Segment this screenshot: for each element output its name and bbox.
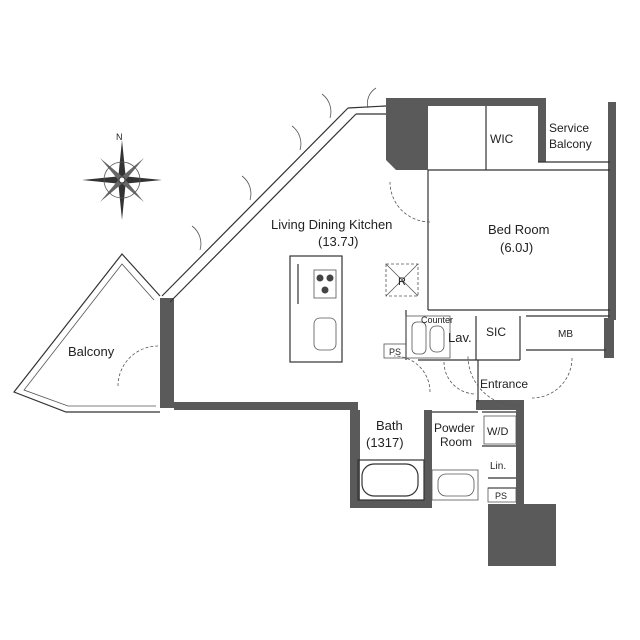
ldk-label: Living Dining Kitchen [271,217,392,232]
lav-label: Lav. [448,330,472,345]
compass-rose [82,140,162,220]
balcony-label: Balcony [68,344,115,359]
powder-room-label-line2: Room [440,435,472,449]
service-balcony-label-line1: Service [549,121,589,135]
linen-label: Lin. [490,461,506,472]
service-balcony-label-line2: Balcony [549,137,592,151]
ps-label-upper: PS [389,347,401,357]
fridge-space [385,263,419,297]
bedroom-label: Bed Room [488,222,549,237]
bathtub [357,459,425,501]
wic-label: WIC [490,132,514,146]
sic-label: SIC [486,325,506,339]
powder-room-label-line1: Powder [434,421,475,435]
counter-label: Counter [421,315,453,325]
balcony-outline [13,253,161,413]
bath-label: Bath [376,418,403,433]
entrance-label: Entrance [480,377,528,391]
wd-label: W/D [487,426,508,438]
bedroom-size-label: (6.0J) [500,240,533,255]
exterior-walls [160,98,616,566]
compass-north-label: N [116,132,123,142]
kitchen-island [289,255,343,363]
bath-size-label: (1317) [366,435,404,450]
ldk-size-label: (13.7J) [318,234,358,249]
mb-label: MB [558,329,573,340]
lavatory-counter [405,315,451,359]
powder-room-fixtures [431,415,517,501]
diagonal-window-wall [161,87,387,303]
fridge-label: R [398,276,406,288]
ps-label-lower: PS [495,491,507,501]
